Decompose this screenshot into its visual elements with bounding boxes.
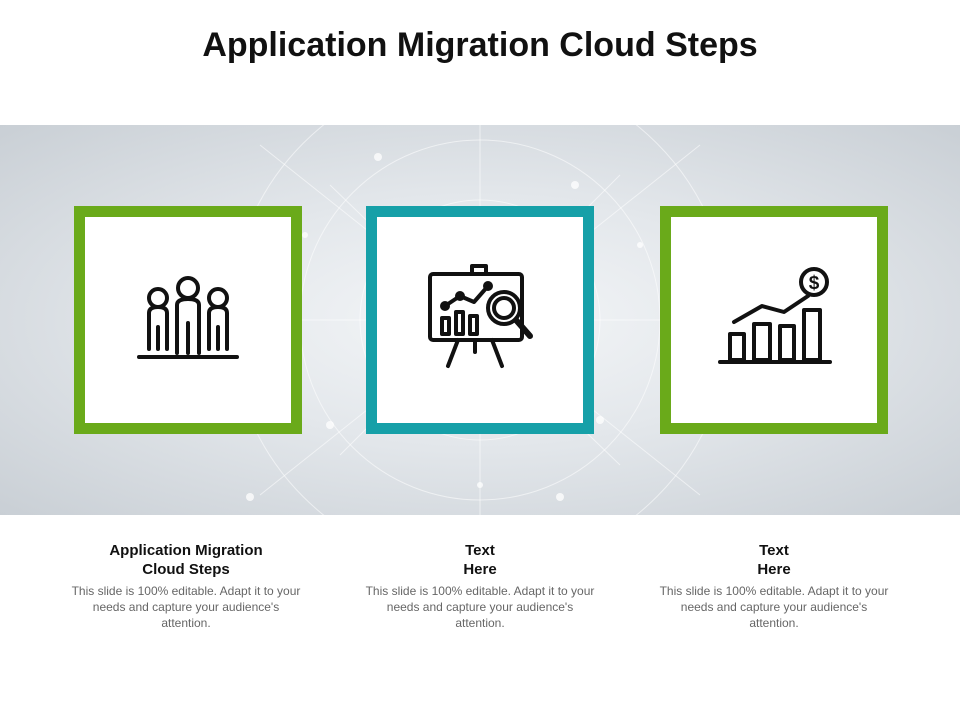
slide-title: Application Migration Cloud Steps xyxy=(202,26,758,64)
step-card-3: $ xyxy=(660,206,888,434)
step-heading: Application Migration Cloud Steps xyxy=(109,542,263,578)
team-people-icon xyxy=(137,276,239,359)
step-card-1 xyxy=(74,206,302,434)
step-description: This slide is 100% editable. Adapt it to… xyxy=(659,584,889,630)
presentation-analysis-icon xyxy=(428,264,533,368)
step-description: This slide is 100% editable. Adapt it to… xyxy=(71,584,301,630)
step-caption-3: Text Here This slide is 100% editable. A… xyxy=(659,541,889,631)
svg-text:$: $ xyxy=(809,273,820,294)
growth-chart-dollar-icon: $ xyxy=(718,267,832,364)
step-description: This slide is 100% editable. Adapt it to… xyxy=(365,584,595,630)
step-heading: Text Here xyxy=(757,542,791,578)
step-heading: Text Here xyxy=(463,542,497,578)
background-band: $ xyxy=(0,125,960,515)
step-card-2 xyxy=(366,206,594,434)
step-caption-1: Application Migration Cloud Steps This s… xyxy=(71,541,301,631)
step-caption-2: Text Here This slide is 100% editable. A… xyxy=(365,541,595,631)
